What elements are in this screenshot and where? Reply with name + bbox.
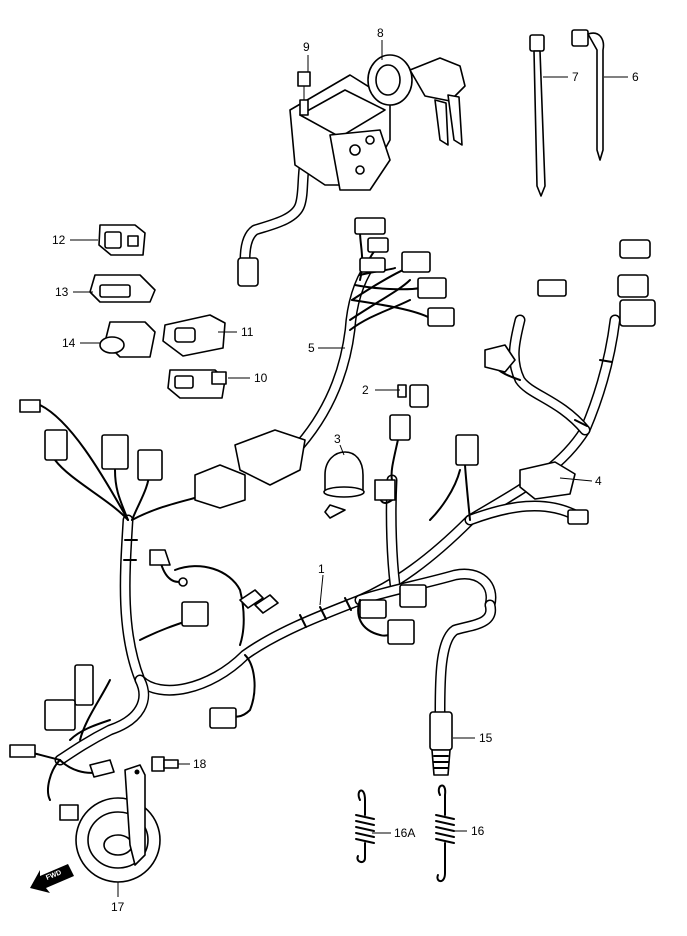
sensor-body [429,711,453,751]
callout-2: 2 [362,383,369,397]
springs [355,784,455,883]
callout-12: 12 [52,233,66,247]
callout-1: 1 [318,562,325,576]
bullet-terminal [19,399,41,413]
switches-group [89,224,227,399]
connector-j [389,414,411,441]
ignition-switch [237,54,466,287]
callout-18: 18 [193,757,207,771]
callout-8: 8 [377,26,384,40]
callout-17: 17 [111,900,125,914]
callout-16: 16 [471,824,485,838]
connector-c [137,449,163,481]
connector-e [234,429,306,486]
horn [75,764,161,883]
callout-16a: 16A [394,826,415,840]
connector-a [44,429,68,461]
fwd-arrow-icon: FWD [30,864,74,893]
sub-wiring-harness [294,231,431,451]
relay-icon [484,344,516,373]
ring-terminal [324,504,346,519]
main-wiring-harness [19,314,621,801]
callout-5: 5 [308,341,315,355]
connector-k [181,601,209,627]
callout-15: 15 [479,731,493,745]
connector-n [74,664,94,706]
connector-g [401,251,431,273]
key-icon [409,57,466,102]
connector-m [399,584,427,608]
callout-14: 14 [62,336,76,350]
horn-bracket [124,764,146,866]
spring-16-icon [435,814,455,844]
fuse-icon [397,384,407,398]
connector-f [354,217,386,235]
callout-11: 11 [241,325,254,339]
cable-tie-7 [533,50,546,197]
cable-tie-head-6 [571,29,589,47]
cable-tie-6 [587,32,605,161]
bolt-18-icon [151,756,165,772]
callout-13: 13 [55,285,69,299]
connector-d [194,464,246,509]
callout-10: 10 [254,371,268,385]
callout-4: 4 [595,474,602,488]
connector-b [101,434,129,470]
callout-labels: 1 2 3 4 5 6 7 8 9 10 11 12 13 14 15 16 1… [52,26,639,914]
bolt-icon [297,71,311,87]
fuse [397,384,429,408]
connector-h [455,434,479,466]
cable-ties [529,29,605,197]
bolt-18 [151,756,179,772]
connector-i [374,479,396,501]
callout-6: 6 [632,70,639,84]
boot-cap [323,451,365,498]
harness-connectors [9,217,656,821]
leader-lines [70,40,628,897]
connector-l [209,707,237,729]
protector-cover [519,461,576,500]
callout-9: 9 [303,40,310,54]
speed-sensor [429,599,497,776]
callout-7: 7 [572,70,579,84]
cable-tie-head-7 [529,34,545,52]
callout-3: 3 [334,432,341,446]
spring-16a-icon [355,814,375,844]
ignition-connector [237,257,259,287]
